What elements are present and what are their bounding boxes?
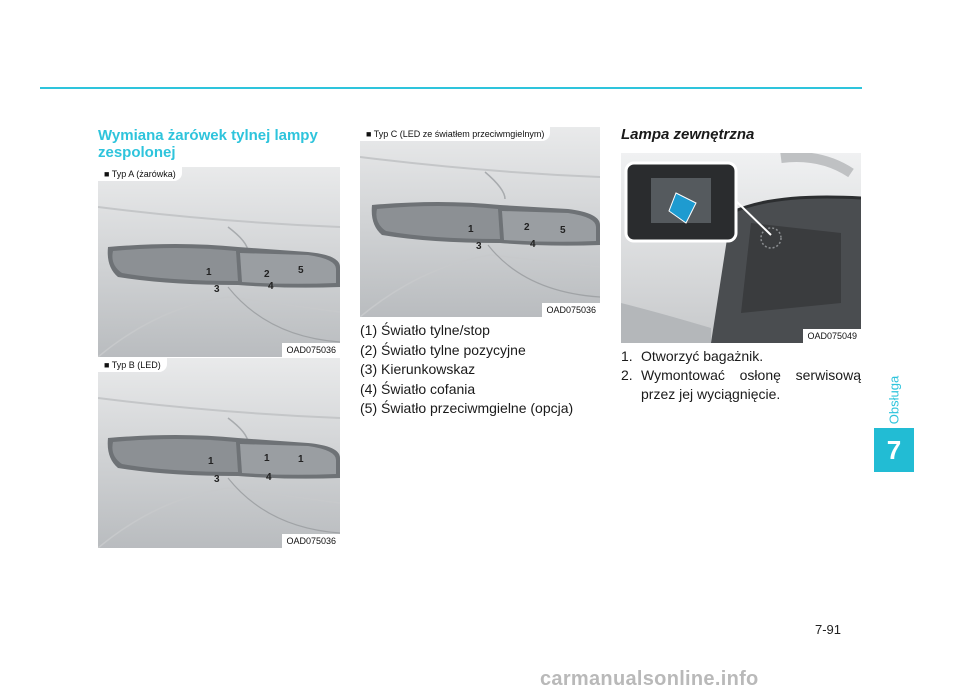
figure-type-c: 1 2 5 3 4 ■ Typ C (LED ze światłem przec… [360,127,600,317]
watermark: carmanualsonline.info [540,668,759,690]
figure-code: OAD075049 [803,329,861,343]
callout-3: 3 [214,284,220,295]
figure-tag: ■ Typ A (żarówka) [98,167,182,181]
callout-1: 1 [208,456,214,467]
figure-code: OAD075036 [282,534,340,548]
step-item: 2. Wymontować osłonę serwisową przez jej… [621,366,861,404]
section-title: Wymiana żarówek tylnej lampy zespolonej [98,127,318,161]
page-number: 7-91 [815,622,842,637]
subsection-heading: Lampa zewnętrzna [621,126,755,143]
callout-1: 1 [264,453,270,464]
callout-4: 4 [266,472,272,483]
callout-4: 4 [530,239,536,250]
taillight-illustration-b: 1 1 1 3 4 [98,358,340,548]
taillight-illustration-c: 1 2 5 3 4 [360,127,600,317]
top-rule [40,87,862,89]
legend-item: (2) Światło tylne pozycyjne [360,341,526,358]
legend-item: (3) Kierunkowskaz [360,361,476,377]
figure-type-a: 1 2 5 3 4 ■ Typ A (żarówka) OAD075036 [98,167,340,357]
figure-trunk: OAD075049 [621,153,861,343]
side-tab-label: Obsługa [886,375,902,425]
bulb-legend: (1) Światło tylne/stop (2) Światło tylne… [360,321,610,419]
callout-3: 3 [214,474,220,485]
chapter-badge: 7 [874,428,914,472]
figure-tag: ■ Typ C (LED ze światłem przeciwmgielnym… [360,127,551,141]
callout-4: 4 [268,281,274,292]
callout-5: 5 [560,225,566,236]
legend-item: (1) Światło tylne/stop [360,322,490,338]
figure-code: OAD075036 [542,303,600,317]
figure-tag: ■ Typ B (LED) [98,358,167,372]
legend-item: (4) Światło cofania [360,380,476,397]
callout-1: 1 [468,224,474,235]
figure-type-b: 1 1 1 3 4 ■ Typ B (LED) OAD075036 [98,358,340,548]
taillight-illustration-a: 1 2 5 3 4 [98,167,340,357]
step-text: Wymontować osłonę serwisową przez jej wy… [641,367,861,402]
callout-1: 1 [206,267,212,278]
callout-2: 2 [524,222,530,233]
procedure-steps: 1. Otworzyć bagażnik. 2. Wymontować osło… [621,347,861,404]
trunk-illustration [621,153,861,343]
callout-5: 5 [298,265,304,276]
step-text: Otworzyć bagażnik. [641,348,764,364]
step-item: 1. Otworzyć bagażnik. [621,347,861,366]
step-number: 2. [621,367,633,383]
callout-1: 1 [298,454,304,465]
step-number: 1. [621,348,633,364]
callout-2: 2 [264,269,270,280]
callout-3: 3 [476,241,482,252]
figure-code: OAD075036 [282,343,340,357]
legend-item: (5) Światło przeciwmgielne (opcja) [360,400,574,416]
